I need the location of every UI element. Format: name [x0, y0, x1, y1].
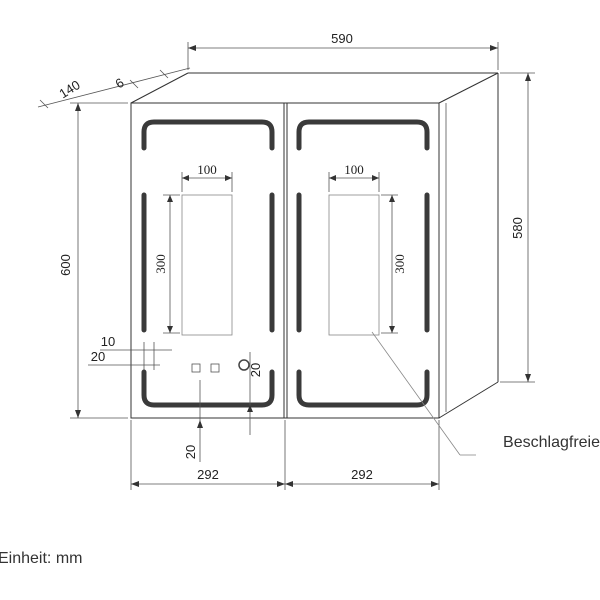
dim-580-label: 580: [510, 217, 525, 239]
dim-600-label: 600: [58, 254, 73, 276]
dim-offset-left: 10 20: [88, 334, 172, 370]
dim-292-right-label: 292: [351, 467, 373, 482]
callout-leader: [371, 331, 476, 456]
dim-590-label: 590: [331, 31, 353, 46]
unit-note: Einheit: mm: [0, 550, 82, 567]
dim-20-left-label: 20: [91, 349, 105, 364]
dim-20-bottom-label: 20: [183, 445, 198, 459]
dim-6-label: 6: [113, 75, 127, 92]
callout-label: Beschlagfreie: [503, 434, 600, 451]
dim-100-left-label: 100: [197, 162, 217, 177]
dim-strip-height-right: 300: [381, 194, 407, 334]
dim-20-right-label: 20: [248, 363, 263, 377]
cabinet-body: [130, 72, 499, 419]
dim-strip-width-right: 100: [328, 162, 380, 192]
dim-offset-right: 20: [247, 352, 263, 435]
right-door: [286, 102, 440, 419]
dim-140-label: 140: [56, 77, 82, 101]
dim-292-left-label: 292: [197, 467, 219, 482]
dim-door-widths: 292 292: [130, 420, 440, 490]
dim-300-left-label: 300: [153, 254, 168, 274]
dim-strip-height-left: 300: [153, 194, 180, 334]
touch-switches: [191, 359, 250, 373]
dim-total-width: 590: [187, 31, 499, 70]
dim-offset-bottom: 20: [183, 380, 203, 462]
dim-100-right-label: 100: [344, 162, 364, 177]
dim-300-right-label: 300: [392, 254, 407, 274]
dim-depth: 140 6: [37, 67, 191, 109]
dim-height-front: 600: [58, 102, 128, 419]
dim-10-label: 10: [101, 334, 115, 349]
switch-icon: [238, 359, 250, 371]
dim-height-side: 580: [500, 72, 535, 383]
dim-strip-width-left: 100: [181, 162, 233, 192]
left-door: [130, 102, 285, 419]
